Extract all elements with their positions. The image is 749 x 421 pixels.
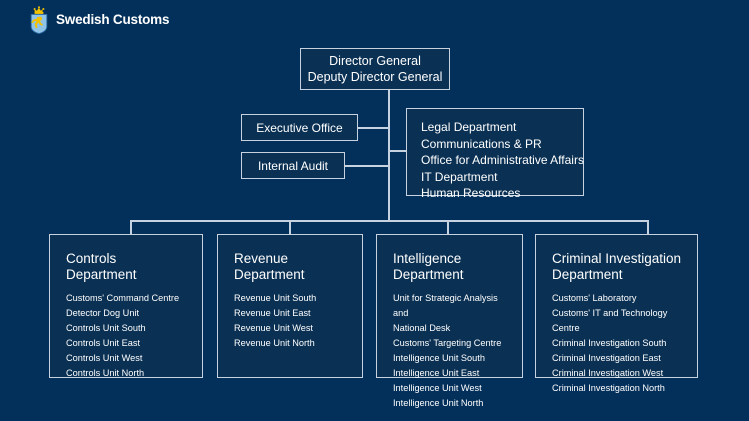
director-general-line1: Director General: [329, 54, 421, 68]
department-unit: Criminal Investigation West: [552, 368, 664, 378]
department-unit: Criminal Investigation North: [552, 383, 665, 393]
department-title: Controls Department: [66, 251, 137, 282]
department-unit: Controls Unit South: [66, 323, 146, 333]
node-department-revenue[interactable]: Revenue Department Revenue Unit South Re…: [217, 234, 363, 378]
department-unit: Customs' Command Centre: [66, 293, 180, 303]
connector-internal-audit: [345, 165, 390, 167]
department-unit: Criminal Investigation South: [552, 338, 667, 348]
director-general-line2: Deputy Director General: [307, 70, 443, 84]
department-unit: Customs' IT and Technology Centre: [552, 308, 668, 333]
department-title: Criminal Investigation Department: [552, 251, 682, 282]
node-staff-functions[interactable]: Legal Department Communications & PR Off…: [406, 108, 584, 200]
department-unit: Revenue Unit East: [234, 308, 311, 318]
node-department-controls[interactable]: Controls Department Customs' Command Cen…: [49, 234, 203, 378]
staff-item: Human Resources: [421, 186, 521, 200]
department-units: Revenue Unit South Revenue Unit East Rev…: [234, 291, 352, 351]
brand-name: Swedish Customs: [56, 11, 170, 27]
department-unit: Intelligence Unit North: [393, 398, 484, 408]
department-unit: Revenue Unit South: [234, 293, 317, 303]
department-unit: Revenue Unit North: [234, 338, 315, 348]
connector-executive-office: [357, 127, 390, 129]
connector-drop-intelligence: [447, 220, 449, 235]
connector-drop-controls: [130, 220, 132, 235]
staff-item: Communications & PR: [421, 136, 542, 151]
department-units: Unit for Strategic Analysis and National…: [393, 291, 512, 411]
department-title: Intelligence Department: [393, 251, 464, 282]
node-internal-audit[interactable]: Internal Audit: [241, 152, 345, 179]
department-unit: Criminal Investigation East: [552, 353, 661, 363]
staff-item: Office for Administrative Affairs: [421, 153, 584, 167]
department-unit: Controls Unit North: [66, 368, 145, 378]
connector-trunk-vertical: [388, 89, 390, 220]
department-unit: Unit for Strategic Analysis and National…: [393, 293, 498, 333]
node-department-criminal-investigation[interactable]: Criminal Investigation Department Custom…: [535, 234, 698, 393]
department-unit: Intelligence Unit West: [393, 383, 482, 393]
department-units: Customs' Laboratory Customs' IT and Tech…: [552, 291, 687, 396]
node-department-intelligence[interactable]: Intelligence Department Unit for Strateg…: [376, 234, 523, 408]
department-unit: Intelligence Unit East: [393, 368, 480, 378]
node-director-general[interactable]: Director General Deputy Director General: [300, 48, 450, 90]
internal-audit-label: Internal Audit: [257, 158, 329, 173]
department-unit: Controls Unit East: [66, 338, 141, 348]
executive-office-label: Executive Office: [256, 120, 343, 135]
department-title: Revenue Department: [234, 251, 305, 282]
department-unit: Revenue Unit West: [234, 323, 313, 333]
department-unit: Controls Unit West: [66, 353, 143, 363]
staff-item: IT Department: [421, 169, 498, 184]
connector-drop-criminal-investigation: [647, 220, 649, 235]
brand-logo: Swedish Customs: [28, 5, 169, 34]
node-executive-office[interactable]: Executive Office: [241, 114, 358, 141]
director-general-text: Director General Deputy Director General: [308, 53, 443, 85]
staff-item: Legal Department: [421, 120, 517, 134]
swedish-customs-crest-icon: [30, 6, 48, 34]
connector-department-bar: [130, 220, 648, 222]
department-unit: Detector Dog Unit: [66, 308, 140, 318]
department-unit: Intelligence Unit South: [393, 353, 485, 363]
connector-drop-revenue: [289, 220, 291, 235]
department-units: Customs' Command Centre Detector Dog Uni…: [66, 291, 192, 381]
connector-staff-list: [388, 150, 406, 152]
department-unit: Customs' Laboratory: [552, 293, 637, 303]
department-unit: Customs' Targeting Centre: [393, 338, 502, 348]
